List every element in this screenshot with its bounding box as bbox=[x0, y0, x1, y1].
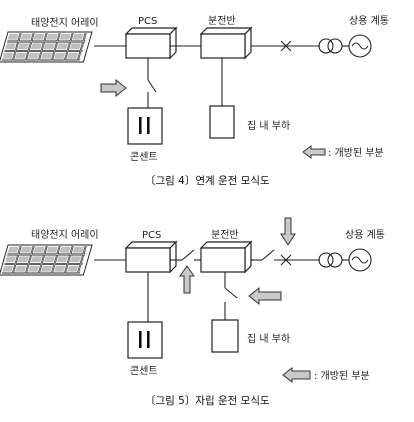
legend-open-part-label: : 개방된 부분 bbox=[314, 370, 370, 382]
diagram-grid-connected: 태양전지 어레이 PCS 분전반 bbox=[0, 15, 389, 187]
pcs-panel-open-switch bbox=[181, 249, 195, 261]
utility-grid-label: 상용 계통 bbox=[349, 15, 389, 27]
distribution-panel-label: 분전반 bbox=[208, 15, 236, 27]
distribution-panel-box bbox=[199, 240, 253, 274]
pcs-label: PCS bbox=[138, 16, 157, 27]
transformer-symbol bbox=[318, 252, 343, 268]
grid-open-switch bbox=[261, 249, 275, 261]
pcs-box bbox=[124, 26, 178, 60]
figure-4-caption: 〔그림 4〕연계 운전 모식도 bbox=[145, 174, 270, 187]
solar-array-panel bbox=[0, 244, 93, 276]
legend-open-part-label: : 개방된 부분 bbox=[328, 147, 384, 159]
open-part-arrow bbox=[248, 286, 282, 306]
pcs-label: PCS bbox=[142, 230, 161, 241]
outlet-label: 콘센트 bbox=[130, 151, 158, 163]
open-part-arrow bbox=[100, 78, 127, 98]
legend-arrow-icon bbox=[302, 145, 326, 159]
transformer-symbol bbox=[318, 38, 343, 54]
house-load-switch bbox=[224, 287, 238, 299]
open-part-arrow bbox=[280, 217, 296, 246]
outlet-box bbox=[127, 107, 163, 145]
breaker-x-mark bbox=[280, 254, 292, 266]
outlet-switch bbox=[147, 79, 157, 93]
distribution-panel-label: 분전반 bbox=[211, 229, 239, 241]
legend-arrow-icon bbox=[282, 366, 311, 384]
outlet-label: 콘센트 bbox=[130, 365, 158, 377]
figure-5-caption: 〔그림 5〕자립 운전 모식도 bbox=[145, 394, 270, 407]
diagram-stand-alone: 태양전지 어레이 PCS 분전반 bbox=[0, 217, 385, 407]
distribution-panel-box bbox=[199, 26, 253, 60]
breaker-x-mark bbox=[280, 40, 292, 52]
solar-array-label: 태양전지 어레이 bbox=[31, 229, 99, 241]
house-load-label: 집 내 부하 bbox=[247, 332, 290, 345]
house-load-label: 집 내 부하 bbox=[247, 119, 290, 132]
utility-grid-label: 상용 계통 bbox=[345, 229, 385, 241]
solar-array-panel bbox=[0, 31, 93, 63]
pcs-box bbox=[124, 240, 178, 274]
solar-array-label: 태양전지 어레이 bbox=[31, 17, 99, 29]
house-load-box bbox=[211, 319, 239, 353]
ac-source-symbol bbox=[348, 34, 372, 58]
house-load-box bbox=[209, 105, 235, 139]
open-part-arrow bbox=[179, 265, 195, 294]
outlet-box bbox=[127, 321, 163, 359]
ac-source-symbol bbox=[348, 248, 372, 272]
